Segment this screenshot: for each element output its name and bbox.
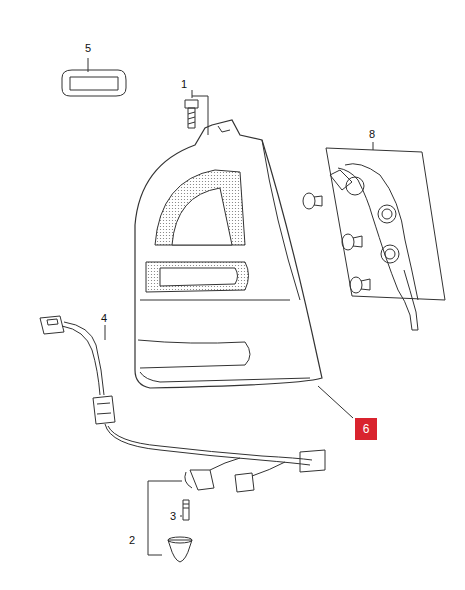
callout-number: 5 [84,42,92,54]
callout-number: 6 [363,422,370,436]
callout-number: 2 [128,534,136,546]
callout-number: 1 [180,78,188,90]
callout-number: 8 [368,128,376,140]
callout-number: 3 [169,510,177,522]
callout-number: 4 [100,312,108,324]
callout-box: 6 [355,418,377,440]
